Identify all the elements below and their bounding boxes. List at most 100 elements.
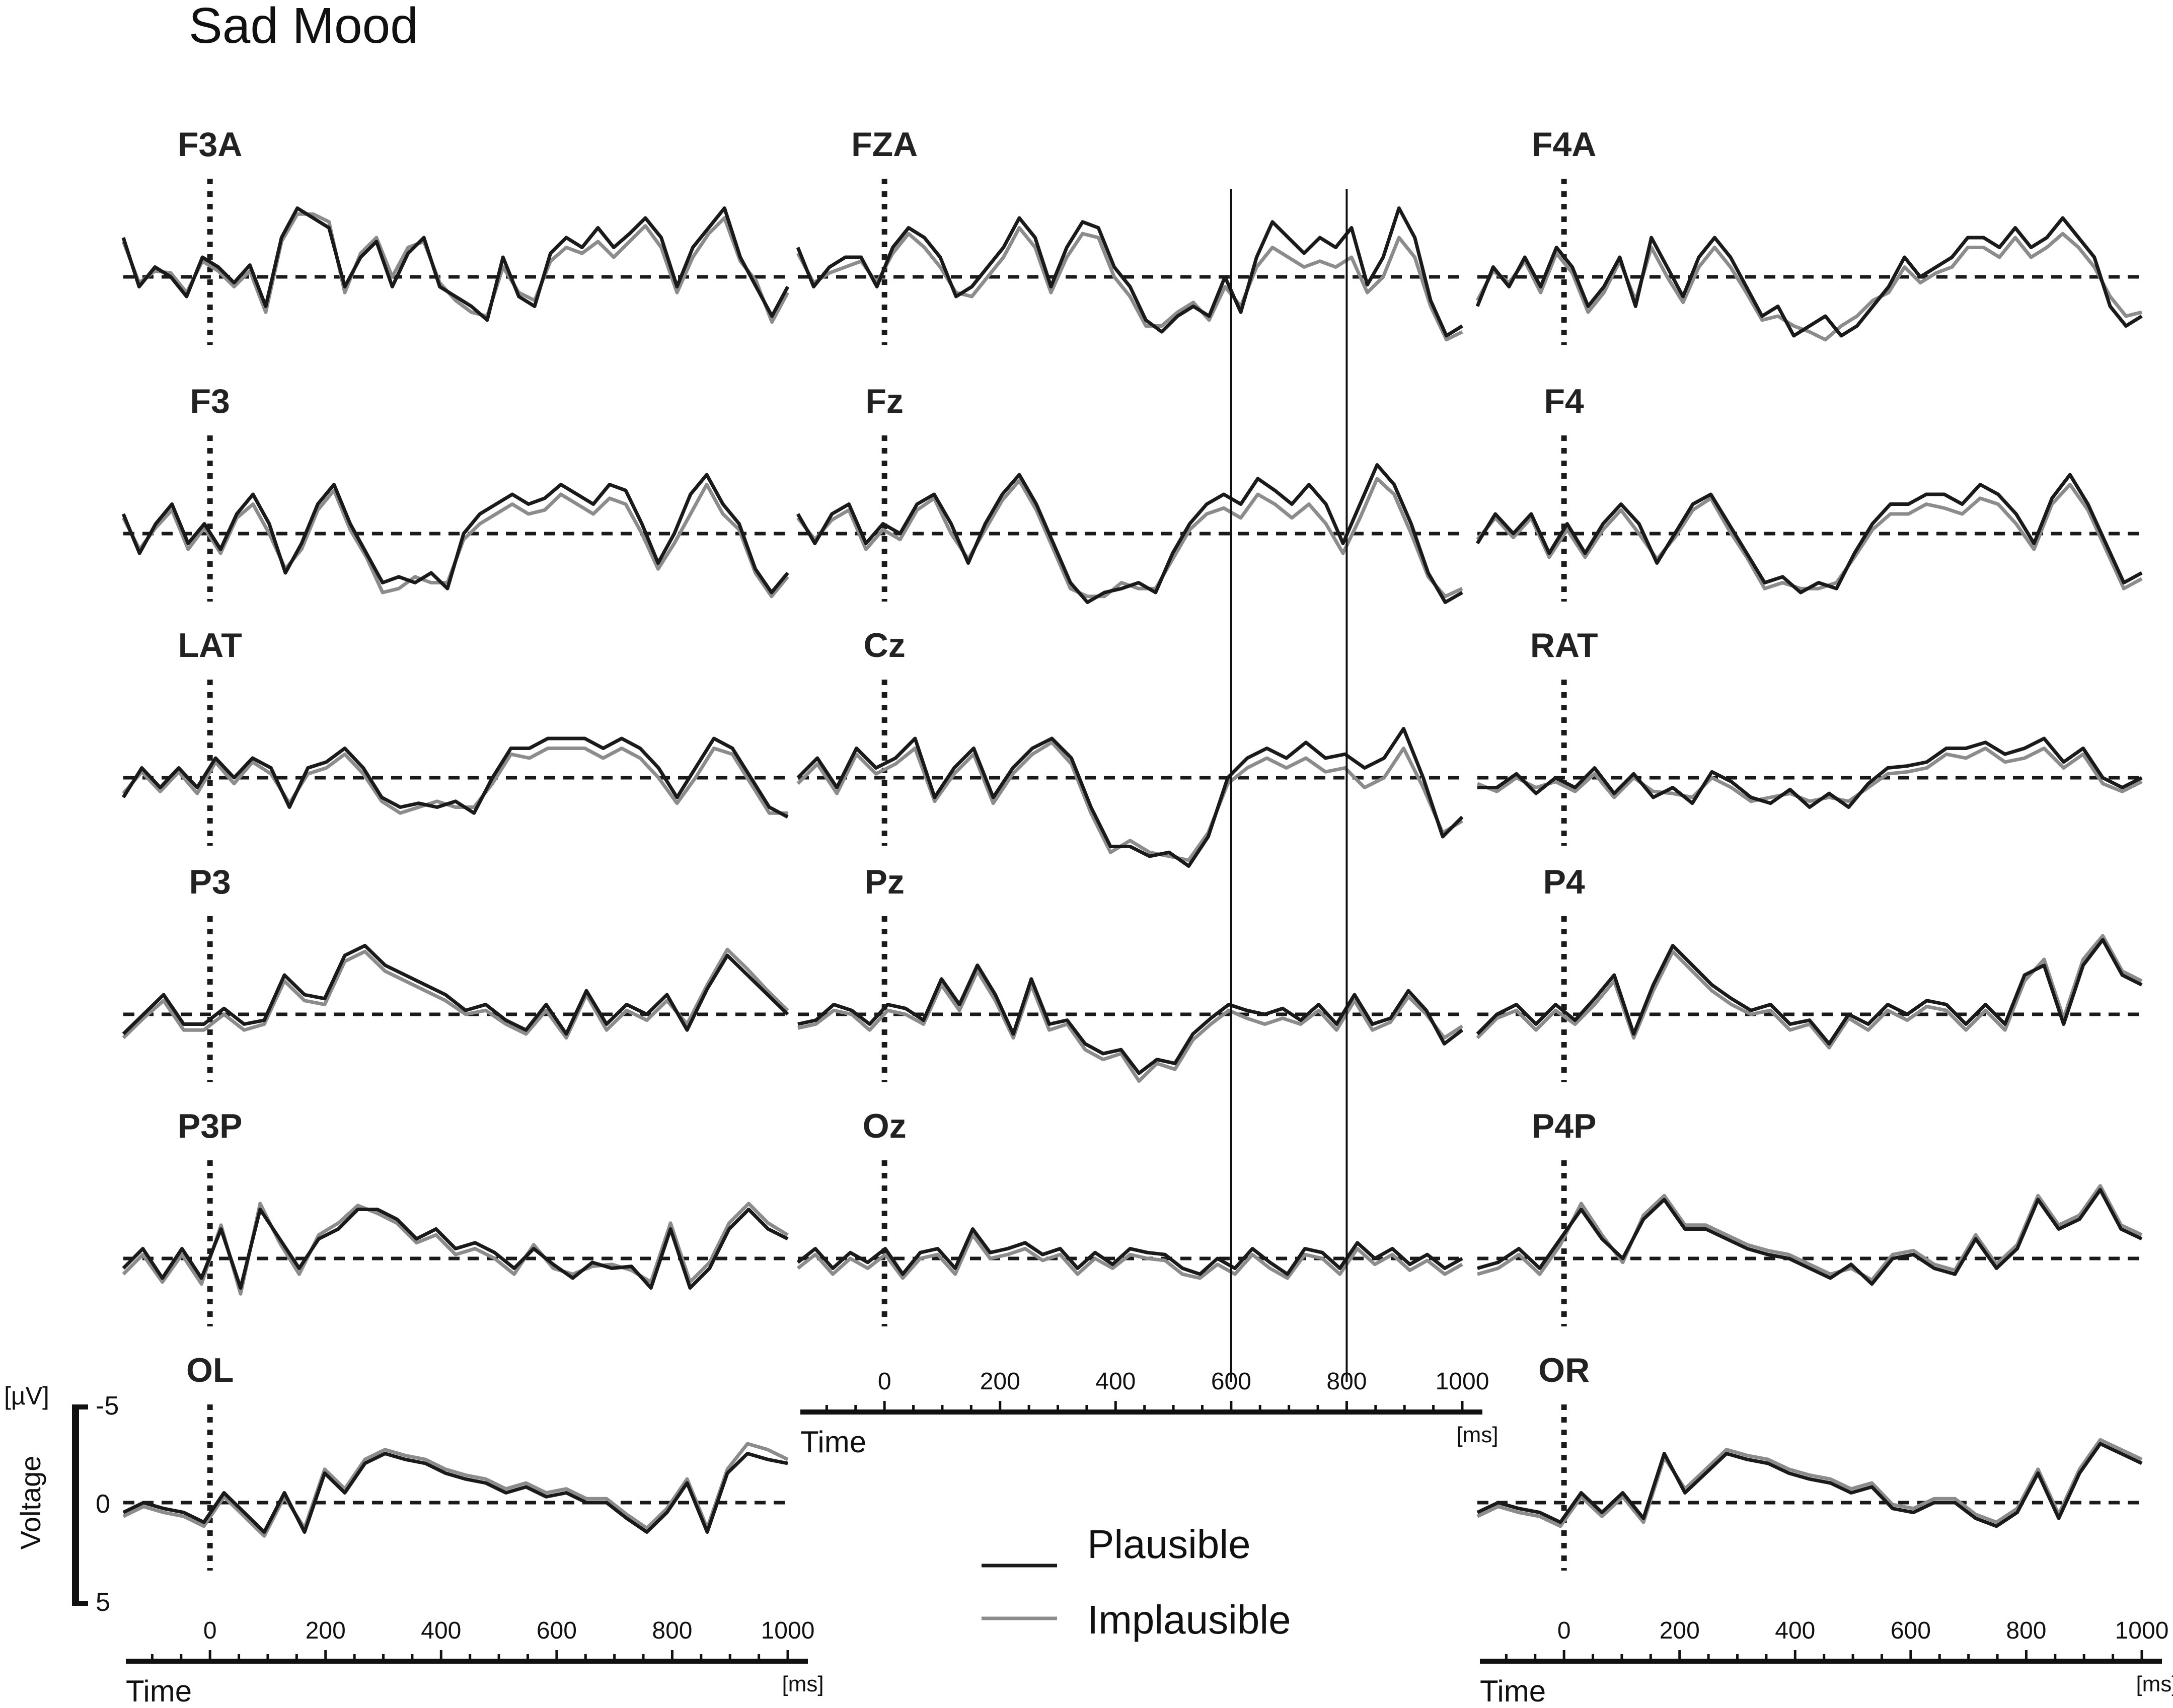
- electrode-label: Pz: [864, 863, 904, 901]
- electrode-label: F4: [1544, 382, 1584, 420]
- series-plausible: [121, 206, 790, 322]
- series-implausible: [796, 226, 1463, 342]
- electrode-label: FZA: [851, 125, 918, 164]
- series-plausible: [1477, 736, 2143, 809]
- panel-f3: F3: [121, 382, 789, 602]
- legend-label-implausible: Implausible: [1087, 1597, 1291, 1642]
- electrode-label: P3: [189, 863, 231, 901]
- series-plausible: [122, 1452, 788, 1534]
- time-tick-label: 800: [652, 1617, 692, 1644]
- time-tick-label: 800: [2006, 1617, 2046, 1644]
- series-implausible: [1476, 934, 2143, 1050]
- time-unit-label: [ms]: [2136, 1672, 2173, 1696]
- series-plausible: [797, 963, 1464, 1075]
- time-axis-title: Time: [126, 1674, 192, 1708]
- series-plausible: [1476, 1442, 2143, 1528]
- time-tick-label: 1000: [2115, 1617, 2169, 1644]
- legend: Plausible Implausible: [982, 1522, 1291, 1642]
- series-plausible: [796, 206, 1463, 338]
- time-tick-label: 0: [878, 1368, 891, 1395]
- time-tick-label: 0: [203, 1617, 217, 1644]
- time-axis-title: Time: [800, 1425, 866, 1459]
- electrode-label: OL: [186, 1351, 234, 1389]
- panel-f4: F4: [1476, 382, 2143, 602]
- electrode-label: Fz: [865, 382, 904, 420]
- series-plausible: [1476, 938, 2143, 1046]
- electrode-label: P4: [1543, 863, 1585, 901]
- panel-or: OR: [1476, 1351, 2143, 1571]
- series-plausible: [1476, 473, 2143, 595]
- time-unit-label: [ms]: [782, 1672, 823, 1696]
- time-tick-label: 1000: [761, 1617, 815, 1644]
- time-tick-label: 400: [1095, 1368, 1136, 1395]
- electrode-label: Oz: [863, 1107, 907, 1145]
- time-tick-label: 600: [1211, 1368, 1251, 1395]
- electrode-label: F3: [190, 382, 230, 420]
- series-implausible: [1475, 232, 2142, 342]
- time-tick-label: 200: [1660, 1617, 1700, 1644]
- series-implausible: [121, 212, 790, 324]
- electrode-label: RAT: [1530, 626, 1598, 664]
- series-implausible: [122, 747, 788, 815]
- time-tick-label: 1000: [1436, 1368, 1489, 1395]
- series-plausible: [796, 727, 1464, 868]
- voltage-label: Voltage: [15, 1456, 46, 1550]
- panel-fza: FZA: [796, 125, 1463, 345]
- panel-p3: P3: [122, 863, 789, 1082]
- series-implausible: [122, 1442, 789, 1538]
- series-plausible: [796, 1227, 1463, 1276]
- time-tick-label: 600: [1891, 1617, 1931, 1644]
- electrode-label: P4P: [1532, 1107, 1597, 1145]
- series-implausible: [1476, 483, 2143, 590]
- panel-fz: Fz: [796, 382, 1463, 604]
- time-tick-label: 0: [1557, 1617, 1571, 1644]
- time-tick-label: 200: [306, 1617, 346, 1644]
- highlight-window-lines: [1230, 189, 1348, 1382]
- time-axis-title: Time: [1480, 1674, 1546, 1708]
- series-plausible: [1475, 216, 2143, 338]
- time-tick-label: 400: [421, 1617, 461, 1644]
- time-unit-label: [ms]: [1456, 1423, 1498, 1447]
- panel-oz: Oz: [796, 1107, 1463, 1326]
- electrode-label: LAT: [178, 626, 242, 664]
- series-plausible: [796, 463, 1463, 604]
- panel-cz: Cz: [796, 626, 1464, 868]
- time-tick-label: 600: [537, 1617, 577, 1644]
- electrode-label: F4A: [1532, 125, 1596, 164]
- series-plausible: [122, 1208, 789, 1290]
- panel-ol: OL: [122, 1351, 789, 1571]
- panel-pz: Pz: [797, 863, 1464, 1083]
- voltage-tick-label-zero: 0: [96, 1490, 110, 1519]
- panel-lat: LAT: [122, 626, 789, 846]
- time-tick-label: 400: [1775, 1617, 1815, 1644]
- legend-label-plausible: Plausible: [1087, 1522, 1251, 1567]
- series-implausible: [797, 969, 1463, 1083]
- panel-rat: RAT: [1476, 626, 2143, 846]
- series-implausible: [1476, 1438, 2143, 1528]
- series-plausible: [122, 736, 789, 819]
- electrode-label: OR: [1538, 1351, 1590, 1389]
- figure-title: Sad Mood: [189, 0, 418, 54]
- voltage-tick-label-pos5: 5: [96, 1588, 110, 1617]
- series-implausible: [1476, 747, 2143, 803]
- voltage-tick-label-neg5: -5: [96, 1391, 119, 1421]
- panel-p4p: P4P: [1477, 1107, 2143, 1326]
- voltage-unit: [µV]: [4, 1382, 49, 1410]
- series-implausible: [1477, 1184, 2143, 1282]
- electrode-label: F3A: [178, 125, 242, 164]
- time-tick-label: 800: [1326, 1368, 1367, 1395]
- series-implausible: [796, 740, 1463, 862]
- time-tick-label: 200: [980, 1368, 1020, 1395]
- series-plausible: [1477, 1188, 2143, 1286]
- panel-f3a: F3A: [121, 125, 790, 345]
- panel-p4: P4: [1476, 863, 2143, 1082]
- series-implausible: [796, 1233, 1463, 1280]
- panel-p3p: P3P: [122, 1107, 789, 1326]
- panel-f4a: F4A: [1475, 125, 2143, 345]
